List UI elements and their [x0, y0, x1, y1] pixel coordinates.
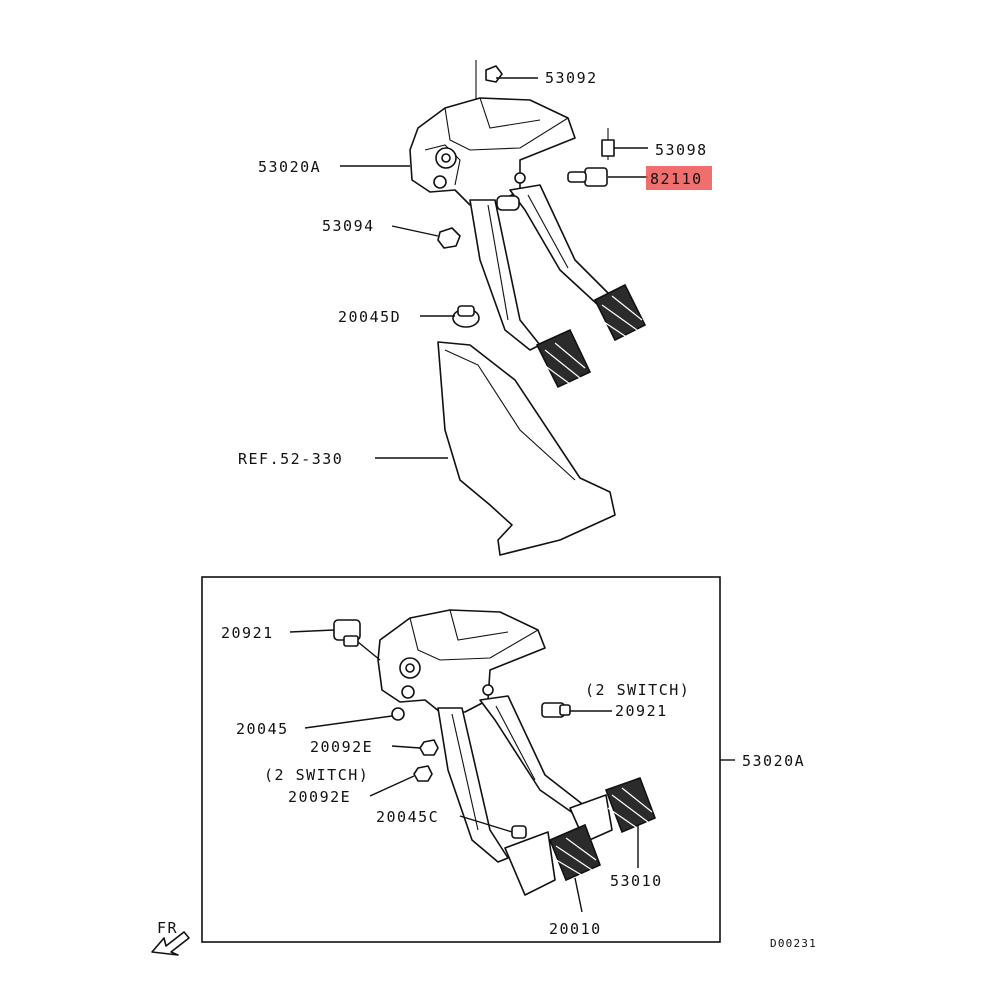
label-ref-52-330[interactable]: REF.52-330: [238, 450, 343, 468]
lower-pedal-assembly: [333, 609, 657, 896]
lower-pad-20010: [548, 823, 602, 882]
front-direction-arrow-icon: [151, 931, 190, 956]
highlight-82110: [646, 166, 712, 190]
label-20921-left[interactable]: 20921: [221, 624, 274, 642]
front-indicator-label: FR: [157, 919, 178, 937]
label-20092e-b[interactable]: 20092E: [288, 788, 351, 806]
label-20092e-a[interactable]: 20092E: [310, 738, 373, 756]
label-82110[interactable]: 82110: [650, 170, 703, 188]
label-53098[interactable]: 53098: [655, 141, 708, 159]
label-53092[interactable]: 53092: [545, 69, 598, 87]
label-53094[interactable]: 53094: [322, 217, 375, 235]
upper-pedal-assembly: [409, 60, 647, 556]
label-53010[interactable]: 53010: [610, 872, 663, 890]
label-20045c[interactable]: 20045C: [376, 808, 439, 826]
upper-clutch-pad: [535, 328, 592, 389]
note-2-switch-left: (2 SWITCH): [264, 766, 369, 784]
label-20921-right[interactable]: 20921: [615, 702, 668, 720]
label-20045d[interactable]: 20045D: [338, 308, 401, 326]
label-53020a-top[interactable]: 53020A: [258, 158, 321, 176]
diagram-code: D00231: [770, 937, 817, 950]
label-20045[interactable]: 20045: [236, 720, 289, 738]
note-2-switch-right: (2 SWITCH): [585, 681, 690, 699]
label-53020a-bottom[interactable]: 53020A: [742, 752, 805, 770]
label-20010[interactable]: 20010: [549, 920, 602, 938]
